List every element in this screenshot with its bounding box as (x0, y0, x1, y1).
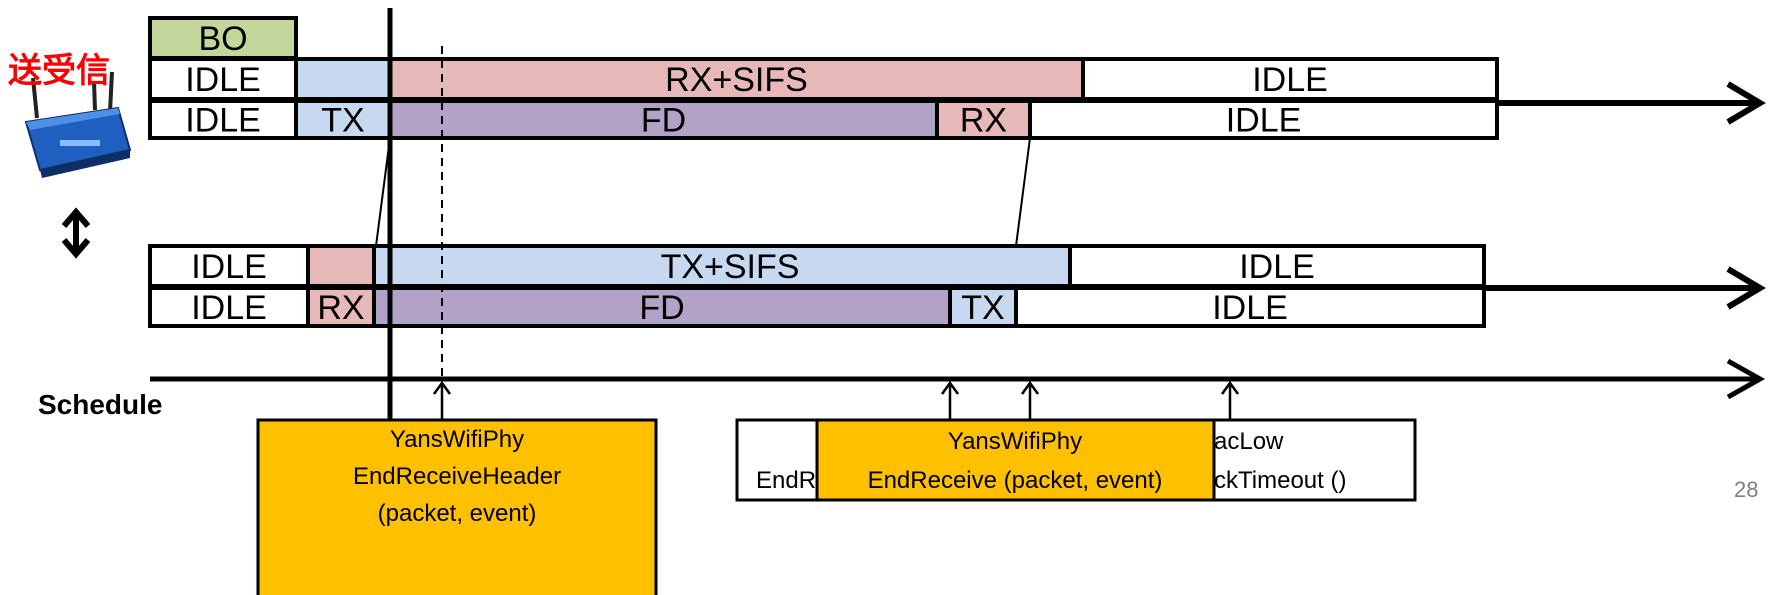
station-b-upper-cell-3-label: TX+SIFS (661, 248, 800, 286)
event-arrow-header (432, 380, 452, 420)
station-b-upper-cell-1 (306, 244, 376, 288)
station-b-lower-cell-1-label: RX (317, 289, 364, 327)
end-receive-header-line-2: EndReceiveHeader (353, 463, 561, 490)
station-b-lower-cell-0-label: IDLE (191, 289, 267, 327)
page-number: 28 (1734, 477, 1758, 502)
end-receive-header-line-1: YansWifiPhy (390, 426, 524, 453)
station-a-lower-cell-2 (388, 99, 939, 140)
station-a-lower-cell-4-label: IDLE (1226, 102, 1302, 140)
maclow-box-left-text: EndR (756, 467, 816, 494)
event-arrow-acktimeout (1220, 380, 1240, 420)
station-a-lower-row: IDLE TX FD RX IDLE (148, 99, 1499, 140)
station-b-lower-cell-3-label: TX (961, 289, 1004, 327)
station-a-backoff-row: BO (148, 16, 298, 60)
station-b-lower-cell-2-label: FD (639, 289, 684, 327)
end-receive-box: YansWifiPhy EndReceive (packet, event) (815, 418, 1216, 502)
station-b-lower-cell-4 (1014, 286, 1486, 328)
station-a-lower-cell-3-label: RX (960, 102, 1007, 140)
station-a-lower-cell-1-label: TX (321, 102, 364, 140)
station-a-upper-cell-2-label: RX+SIFS (665, 61, 808, 99)
station-a-lower-cell-1 (294, 99, 392, 140)
event-arrow-endreceive-1 (940, 380, 960, 420)
station-a-upper-cell-3 (1081, 57, 1499, 101)
maclow-box-line-2: ckTimeout () (1214, 467, 1346, 494)
station-a-upper-cell-0-label: IDLE (185, 61, 261, 99)
station-b-time-arrow (1480, 266, 1766, 310)
station-a-time-arrow (1490, 81, 1766, 125)
station-b-lower-cell-3 (948, 286, 1018, 328)
propagation-line-2 (1015, 137, 1031, 247)
station-a-upper-cell-1 (294, 57, 392, 101)
event-arrow-endreceive-2 (1020, 380, 1040, 420)
station-b-lower-cell-4-label: IDLE (1212, 289, 1288, 327)
station-a-lower-cell-0 (148, 99, 298, 140)
end-receive-header-box: YansWifiPhy EndReceiveHeader (packet, ev… (256, 418, 658, 595)
schedule-label: Schedule (38, 389, 162, 420)
end-receive-line-2: EndReceive (packet, event) (868, 467, 1163, 494)
schedule-axis (150, 358, 1766, 400)
wireless-router-icon (24, 71, 132, 178)
station-a-upper-row: IDLE RX+SIFS IDLE (148, 57, 1499, 101)
station-b-upper-cell-4-label: IDLE (1239, 248, 1315, 286)
station-a-lower-cell-2-label: FD (641, 102, 686, 140)
up-down-arrow-icon (61, 207, 91, 259)
end-receive-line-1: YansWifiPhy (948, 428, 1082, 455)
station-b-upper-row: IDLE TX+SIFS IDLE (148, 244, 1486, 288)
station-b-lower-cell-0 (148, 286, 310, 328)
station-a-backoff-cell-0 (148, 16, 298, 60)
station-a-lower-cell-0-label: IDLE (185, 102, 261, 140)
station-b-upper-cell-0-label: IDLE (191, 248, 267, 286)
station-a-upper-cell-3-label: IDLE (1252, 61, 1328, 99)
end-receive-header-line-3: (packet, event) (378, 500, 537, 527)
station-b-lower-row: IDLE RX FD TX IDLE (148, 286, 1486, 328)
station-label: 送受信 (8, 51, 110, 91)
maclow-box-line-1: acLow (1214, 428, 1284, 455)
station-a-lower-cell-4 (1028, 99, 1499, 140)
station-a-backoff-cell-0-label: BO (198, 20, 247, 58)
station-b-upper-cell-4 (1068, 244, 1486, 288)
